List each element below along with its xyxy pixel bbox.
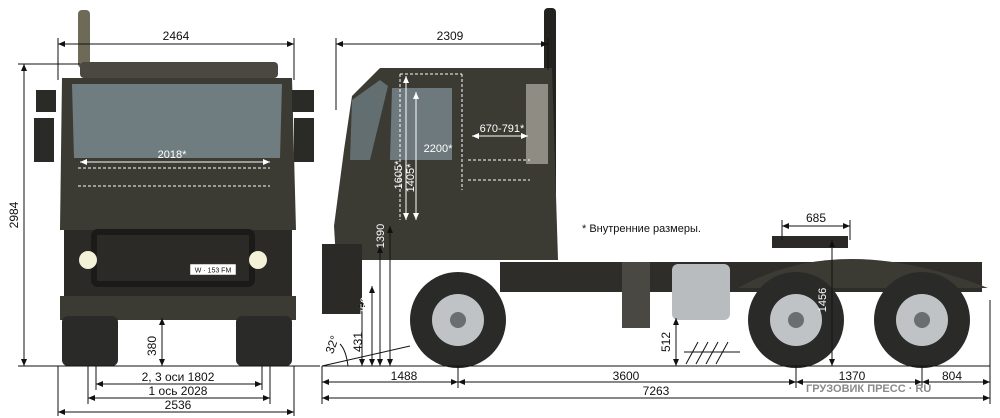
dim-fifth-wheel-offset: 685 xyxy=(806,211,826,225)
dim-rear-overhang: 804 xyxy=(942,369,962,383)
fifth-wheel xyxy=(772,236,848,248)
dim-height-1605: 1605* xyxy=(393,160,405,189)
watermark: ГРУЗОВИК ПРЕСС · RU xyxy=(806,383,931,395)
windshield xyxy=(72,84,282,158)
dim-height-1405: 1405* xyxy=(405,163,417,192)
dim-inner-height: 2200* xyxy=(424,143,453,155)
left-headlight xyxy=(79,251,97,269)
dim-tandem-spacing: 1370 xyxy=(839,369,866,383)
rear-wheel-2 xyxy=(874,272,970,368)
dim-fifth-wheel-height: 1456 xyxy=(817,288,829,312)
front-dimensions xyxy=(18,38,320,416)
dim-approach-angle: 32° xyxy=(323,334,342,356)
exhaust-stack xyxy=(78,10,90,68)
dim-height-431: 431 xyxy=(351,332,365,352)
dim-height-1070: 1070 xyxy=(367,260,379,284)
fuel-tank xyxy=(672,264,730,320)
dim-height-1390: 1390 xyxy=(375,224,387,248)
cab-rear-vent xyxy=(526,84,548,164)
dim-frame-height: 512 xyxy=(659,332,673,352)
dim-front-clearance: 380 xyxy=(145,336,159,356)
ground-hatch xyxy=(684,341,740,365)
dim-front-overall-width: 2536 xyxy=(165,398,192,412)
side-view-truck xyxy=(322,8,988,368)
left-mirror-lower xyxy=(34,118,54,162)
dim-front-track-front: 1 ось 2028 xyxy=(149,384,208,398)
left-mirror xyxy=(36,90,56,112)
dim-front-width-2464: 2464 xyxy=(163,29,190,43)
front-wheel xyxy=(410,272,506,368)
right-headlight xyxy=(249,251,267,269)
license-plate-text: W · 153 FM xyxy=(195,268,232,275)
cab-roof xyxy=(80,62,278,78)
dim-cab-length: 2309 xyxy=(437,29,464,43)
rear-wheel-1 xyxy=(748,272,844,368)
windshield-side xyxy=(350,80,388,160)
left-front-tyre xyxy=(62,316,118,366)
dim-height-750: 750 xyxy=(359,297,371,315)
front-bumper-side xyxy=(322,244,362,314)
right-front-tyre xyxy=(236,316,292,366)
right-mirror xyxy=(292,90,314,112)
dim-overall-length: 7263 xyxy=(643,384,670,398)
dim-front-overhang: 1488 xyxy=(391,369,418,383)
dim-inner-length: 670-791* xyxy=(480,123,525,135)
dim-front-inner-width: 2018* xyxy=(158,149,187,161)
footnote: * Внутренние размеры. xyxy=(582,223,701,235)
dim-front-height-2984: 2984 xyxy=(7,201,21,228)
battery-box xyxy=(622,262,650,328)
right-mirror-lower xyxy=(294,118,314,162)
license-plate xyxy=(189,263,237,276)
dim-wheelbase: 3600 xyxy=(613,369,640,383)
side-dimensions xyxy=(321,38,991,404)
dim-front-track-rear: 2, 3 оси 1802 xyxy=(142,370,215,384)
cab-body-side xyxy=(334,68,558,260)
front-view-truck: W · 153 FM xyxy=(34,10,314,366)
